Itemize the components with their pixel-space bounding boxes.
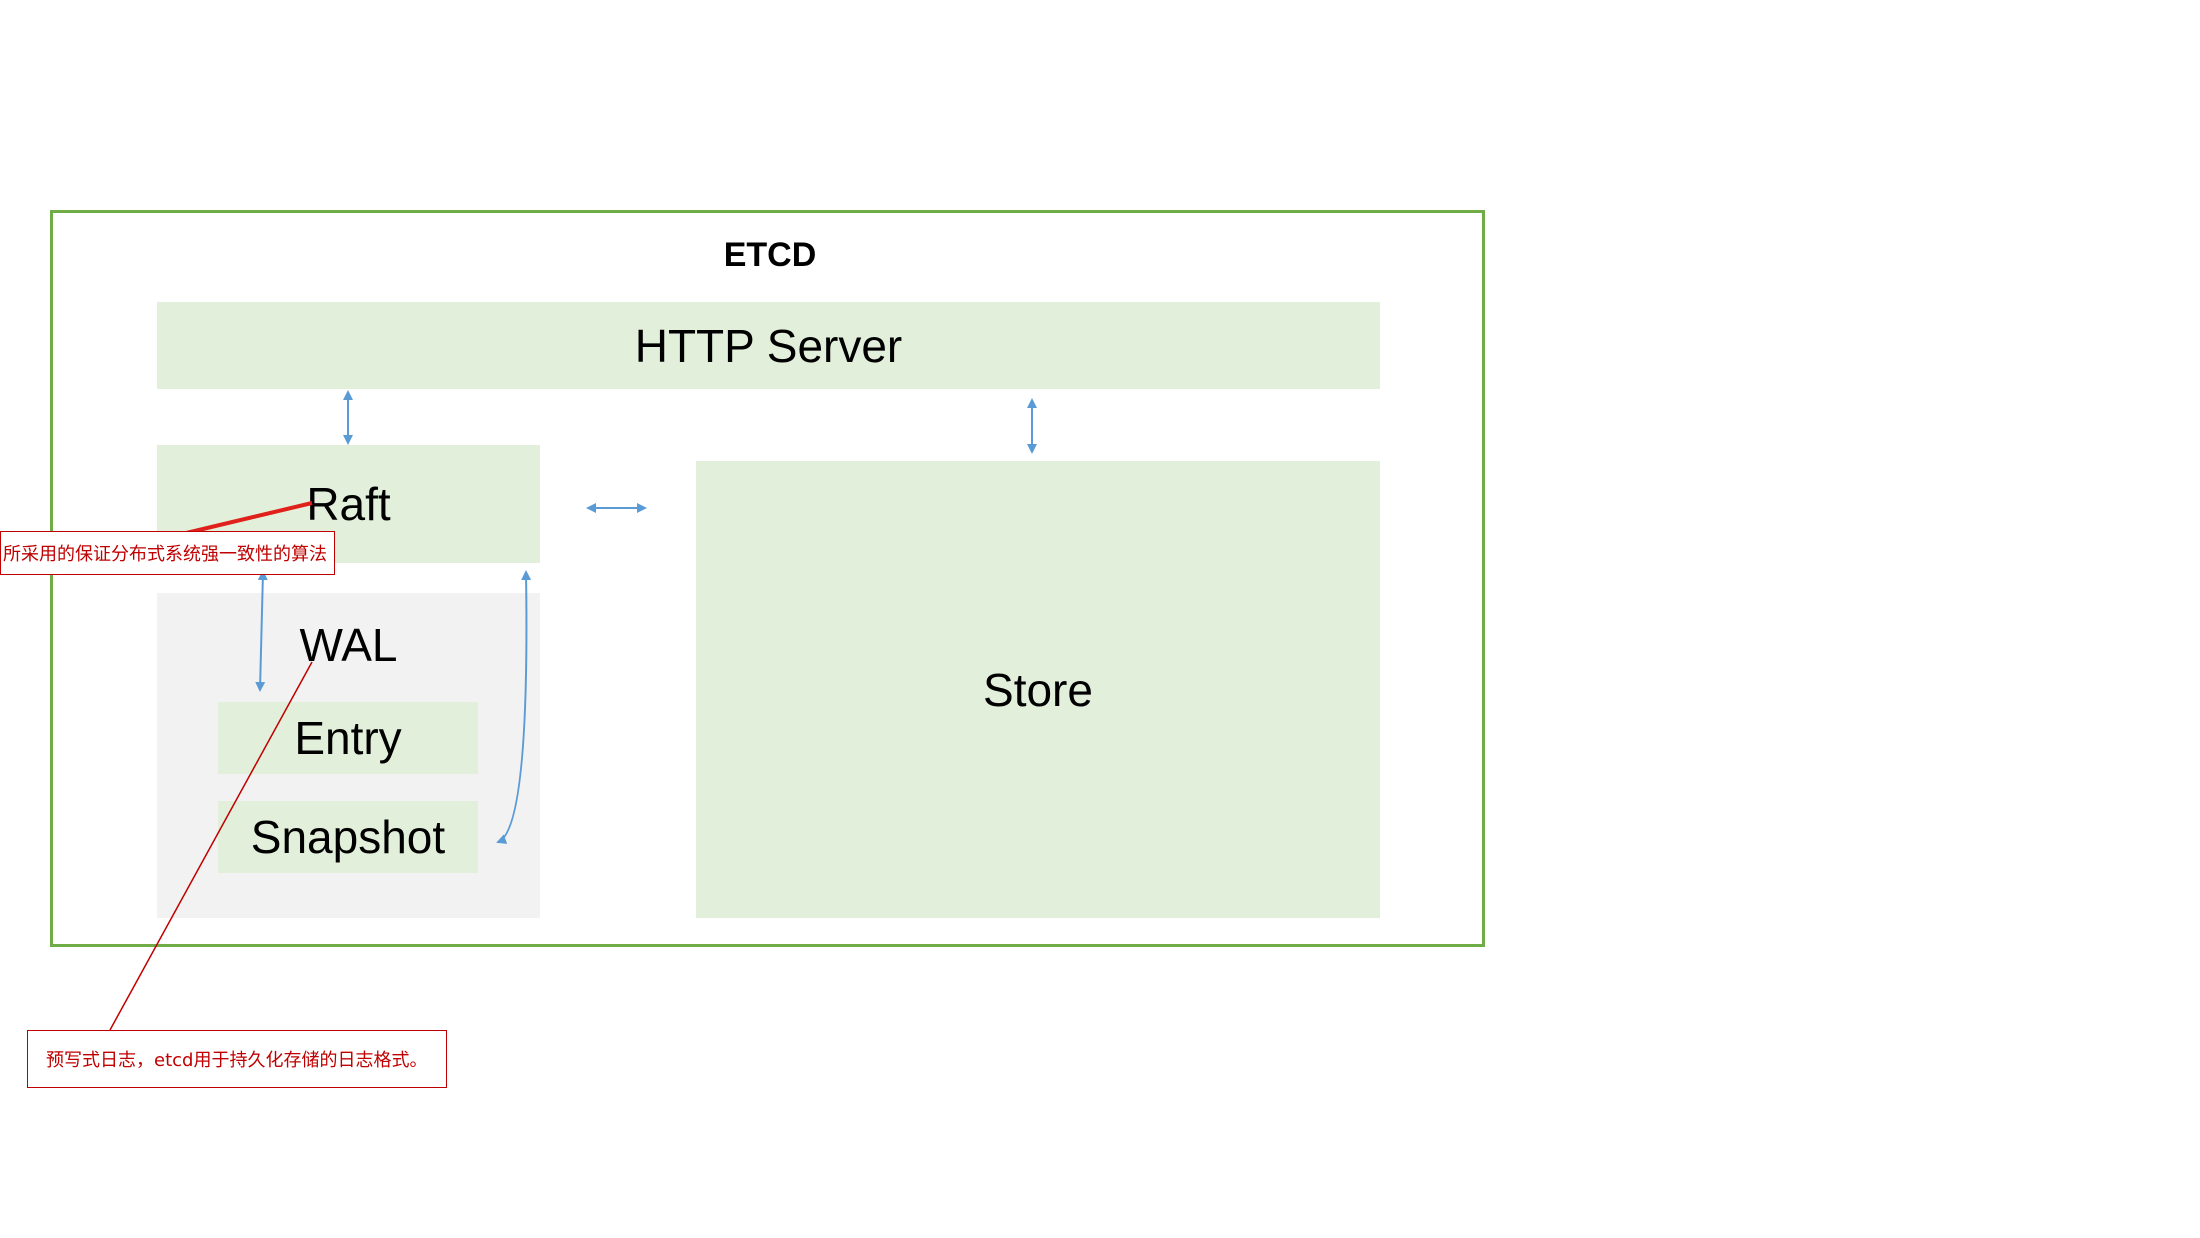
- diagram-title: ETCD: [723, 236, 817, 274]
- etcd-frame: [50, 210, 1485, 947]
- http-server-box: HTTP Server: [157, 302, 1380, 389]
- wal-label: WAL: [299, 619, 398, 671]
- wal-note: 预写式日志，etcd用于持久化存储的日志格式。: [27, 1030, 447, 1088]
- entry-box: Entry: [218, 702, 478, 774]
- store-box: Store: [696, 461, 1380, 918]
- raft-note: 所采用的保证分布式系统强一致性的算法: [0, 531, 335, 575]
- snapshot-box: Snapshot: [218, 801, 478, 873]
